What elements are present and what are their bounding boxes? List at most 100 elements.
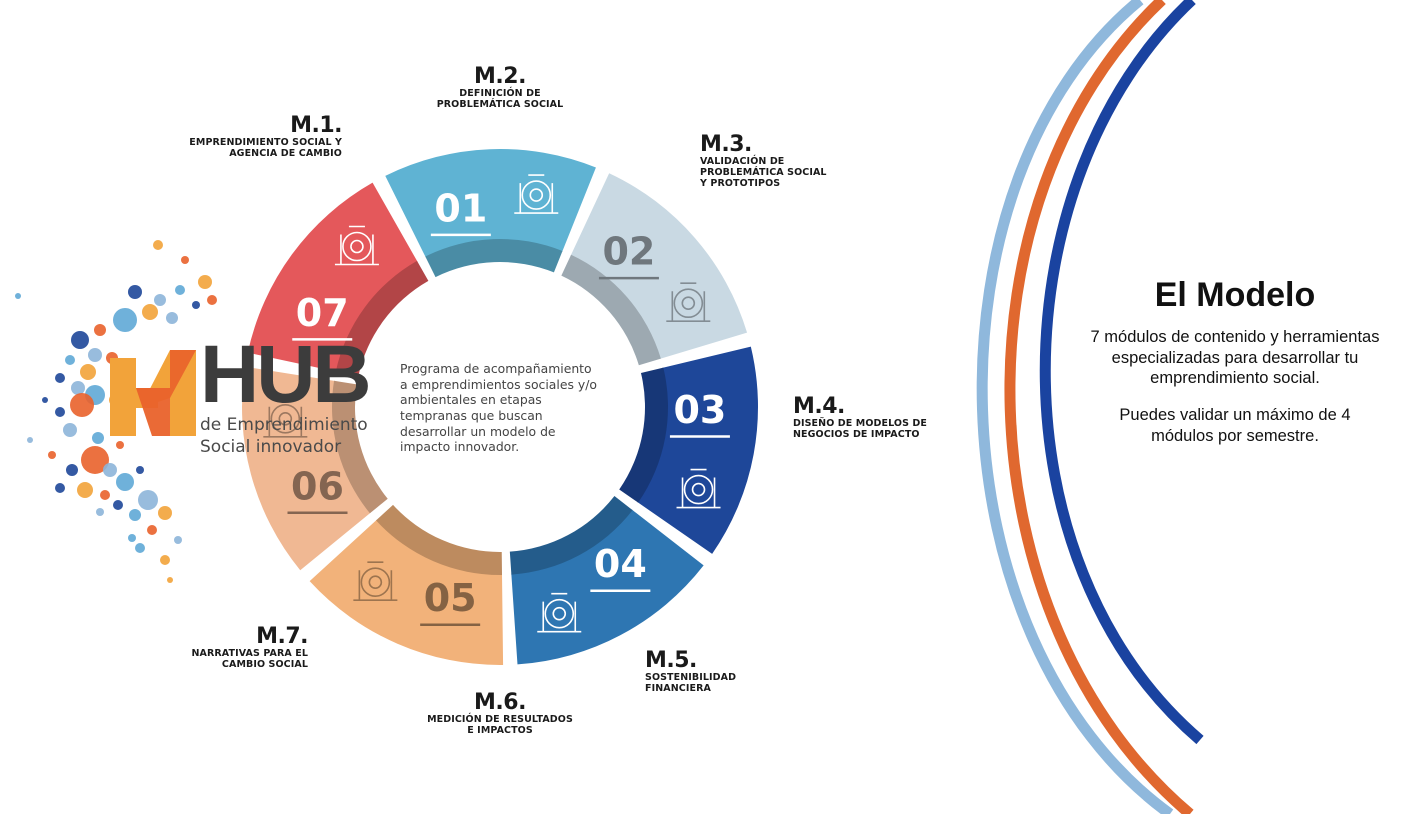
- module-segment-outer: [570, 173, 748, 359]
- lightbulb-icon: [263, 397, 308, 438]
- confetti-dot: [181, 256, 189, 264]
- module-code: M.6.: [474, 690, 526, 715]
- hub-wordmark: HUB: [200, 329, 372, 420]
- confetti-dot: [167, 577, 173, 583]
- module-number: 06: [291, 464, 344, 508]
- module-segment-outer: [511, 509, 704, 665]
- confetti-dot: [66, 464, 78, 476]
- confetti-dot: [88, 348, 102, 362]
- confetti-dot: [128, 534, 136, 542]
- confetti-dot: [128, 285, 142, 299]
- confetti-dot: [129, 509, 141, 521]
- social-media-icon: [334, 225, 379, 266]
- confetti-dot: [147, 525, 157, 535]
- confetti-dot: [174, 536, 182, 544]
- module-number: 03: [673, 388, 726, 432]
- module-segment-07[interactable]: 07: [247, 182, 429, 377]
- module-code: M.4.: [793, 394, 845, 419]
- module-title-line: NARRATIVAS PARA EL: [191, 648, 308, 660]
- confetti-dot: [113, 500, 123, 510]
- module-title-line: Y PROTOTIPOS: [700, 178, 781, 190]
- module-title-line: NEGOCIOS DE IMPACTO: [793, 429, 920, 441]
- decorative-arcs: [976, 0, 1204, 814]
- module-segment-06[interactable]: 06: [241, 366, 388, 571]
- module-segment-04[interactable]: 04: [509, 496, 704, 665]
- confetti-dot: [81, 446, 109, 474]
- module-segment-outer: [247, 182, 418, 372]
- confetti-dot: [142, 304, 158, 320]
- module-code: M.3.: [700, 132, 752, 157]
- module-code: M.1.: [290, 113, 342, 138]
- module-title-line: FINANCIERA: [645, 683, 711, 695]
- confetti-dot: [113, 308, 137, 332]
- confetti-dot: [80, 364, 96, 380]
- confetti-dot: [160, 555, 170, 565]
- module-segment-01[interactable]: 01: [385, 149, 596, 278]
- module-title-line: EMPRENDIMIENTO SOCIAL Y: [189, 137, 342, 149]
- confetti-dot: [116, 473, 134, 491]
- confetti-dot: [77, 482, 93, 498]
- hub-subtitle-line-2: Social innovador: [200, 437, 342, 458]
- plant-heart-icon: [514, 174, 559, 214]
- confetti-dot: [92, 432, 104, 444]
- module-segment-05[interactable]: 05: [309, 504, 504, 665]
- module-code: M.7.: [256, 624, 308, 649]
- shop-icon: [537, 592, 582, 633]
- confetti-dot: [65, 355, 75, 365]
- module-code: M.2.: [474, 64, 526, 89]
- confetti-dot: [55, 483, 65, 493]
- confetti-dot: [48, 451, 56, 459]
- module-segment-outer: [309, 519, 504, 665]
- module-title-line: E IMPACTOS: [467, 725, 533, 737]
- model-limit-note: Puedes validar un máximo de 4 módulos po…: [1119, 405, 1351, 445]
- lab-flask-icon: [676, 468, 721, 509]
- confetti-dot: [198, 275, 212, 289]
- module-number: 04: [594, 542, 647, 586]
- model-title: El Modelo: [1154, 276, 1316, 314]
- eye-chart-icon: [666, 282, 711, 323]
- model-panel: El Modelo 7 módulos de contenido y herra…: [1090, 276, 1380, 462]
- decorative-arc: [1004, 0, 1194, 814]
- confetti-dot: [27, 437, 33, 443]
- module-title-line: DEFINICIÓN DE: [459, 88, 541, 100]
- module-title-line: DISEÑO DE MODELOS DE: [793, 418, 927, 430]
- hub-h-mark-icon: [110, 350, 196, 436]
- module-number: 02: [602, 230, 655, 274]
- hub-subtitle-line-1: de Emprendimiento: [200, 415, 368, 435]
- confetti-dot: [138, 490, 158, 510]
- module-title-line: CAMBIO SOCIAL: [221, 659, 308, 671]
- hub-logo: [108, 348, 198, 443]
- confetti-dot: [55, 407, 65, 417]
- program-description: Programa de acompañamiento a emprendimie…: [400, 361, 597, 455]
- confetti-dot: [71, 381, 85, 395]
- confetti-dot: [175, 285, 185, 295]
- hub-subtitle: de Emprendimiento Social innovador: [200, 414, 368, 458]
- decorative-arc: [976, 0, 1174, 814]
- model-description: 7 módulos de contenido y herramientas es…: [1090, 328, 1380, 388]
- confetti-dot: [103, 463, 117, 477]
- confetti-dot: [207, 295, 217, 305]
- module-title-line: MEDICIÓN DE RESULTADOS: [427, 714, 573, 726]
- module-title-line: VALIDACIÓN DE: [700, 156, 785, 168]
- module-number: 07: [296, 291, 349, 335]
- confetti-dot: [96, 508, 104, 516]
- cash-register-icon: [353, 561, 398, 601]
- confetti-dot: [136, 466, 144, 474]
- module-segment-outer: [385, 149, 596, 258]
- module-segment-03[interactable]: 03: [619, 346, 758, 554]
- module-segment-band: [561, 254, 661, 366]
- module-title-line: PROBLEMÁTICA SOCIAL: [436, 99, 564, 111]
- module-segment-band: [619, 367, 668, 503]
- module-segment-02[interactable]: 02: [561, 173, 748, 366]
- confetti-dot: [166, 312, 178, 324]
- confetti-dots: [15, 240, 217, 583]
- module-segment-band: [331, 380, 388, 514]
- module-code: M.5.: [645, 648, 697, 673]
